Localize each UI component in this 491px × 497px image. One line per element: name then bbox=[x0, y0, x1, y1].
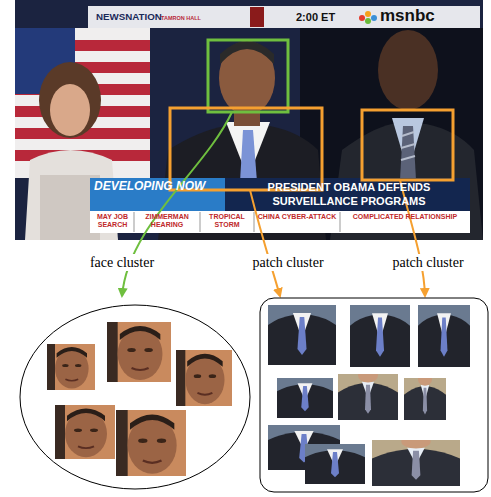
art-use bbox=[268, 305, 336, 365]
art-rect bbox=[90, 178, 470, 211]
top-bar bbox=[88, 6, 480, 28]
art-use bbox=[350, 305, 410, 367]
art-circle bbox=[365, 11, 371, 17]
art-use bbox=[277, 378, 333, 418]
face-cluster bbox=[20, 305, 250, 489]
art-rect bbox=[90, 178, 225, 211]
art-use bbox=[47, 344, 95, 390]
ticker-item: COMPLICATED RELATIONSHIP bbox=[342, 213, 468, 221]
art-use bbox=[176, 350, 232, 406]
art-use bbox=[55, 405, 115, 459]
patch-box bbox=[170, 108, 322, 190]
time-label: 2:00 ET bbox=[296, 10, 346, 24]
ticker-item: MAY JOB SEARCH bbox=[92, 213, 133, 229]
art-ellipse bbox=[378, 30, 438, 110]
art-rect bbox=[15, 0, 483, 240]
ticker-item: CHINA CYBER-ATTACK bbox=[256, 213, 338, 221]
art-use bbox=[107, 322, 171, 382]
arrow-label: face cluster bbox=[74, 254, 170, 271]
art-path bbox=[401, 132, 415, 160]
patch-cluster bbox=[260, 298, 488, 492]
art-path bbox=[220, 41, 274, 64]
art-circle bbox=[365, 18, 371, 24]
network-logo: msnbc bbox=[380, 6, 450, 26]
art-ellipse bbox=[20, 305, 250, 489]
art-use bbox=[404, 373, 446, 420]
art-use bbox=[305, 444, 365, 484]
lower-third bbox=[90, 178, 470, 233]
art-use bbox=[372, 435, 460, 486]
art-circle bbox=[359, 15, 365, 21]
arrow-label: patch cluster bbox=[238, 254, 338, 271]
ticker-item: TROPICAL STORM bbox=[202, 213, 252, 229]
face-box bbox=[208, 40, 288, 112]
art-rect bbox=[260, 298, 488, 492]
channel-title: NEWSNATION bbox=[96, 10, 164, 24]
art-use bbox=[338, 369, 398, 420]
tv-screenshot bbox=[15, 0, 483, 240]
art-ellipse bbox=[39, 62, 101, 138]
art-use bbox=[418, 305, 470, 367]
art-circle bbox=[371, 15, 377, 21]
art-ellipse bbox=[219, 41, 275, 115]
art-path bbox=[134, 212, 340, 232]
arrow-label: patch cluster bbox=[378, 254, 478, 271]
art-ellipse bbox=[50, 84, 90, 136]
patch-box bbox=[362, 110, 453, 180]
host-name: TAMRON HALL bbox=[161, 14, 201, 22]
art-use bbox=[116, 410, 186, 476]
art-rect bbox=[88, 6, 480, 28]
news-banner: DEVELOPING NOW bbox=[94, 179, 222, 194]
headline: PRESIDENT OBAMA DEFENDS SURVEILLANCE PRO… bbox=[230, 180, 468, 208]
ticker-item: ZIMMERMAN HEARING bbox=[136, 213, 198, 229]
art-rect bbox=[250, 7, 264, 27]
